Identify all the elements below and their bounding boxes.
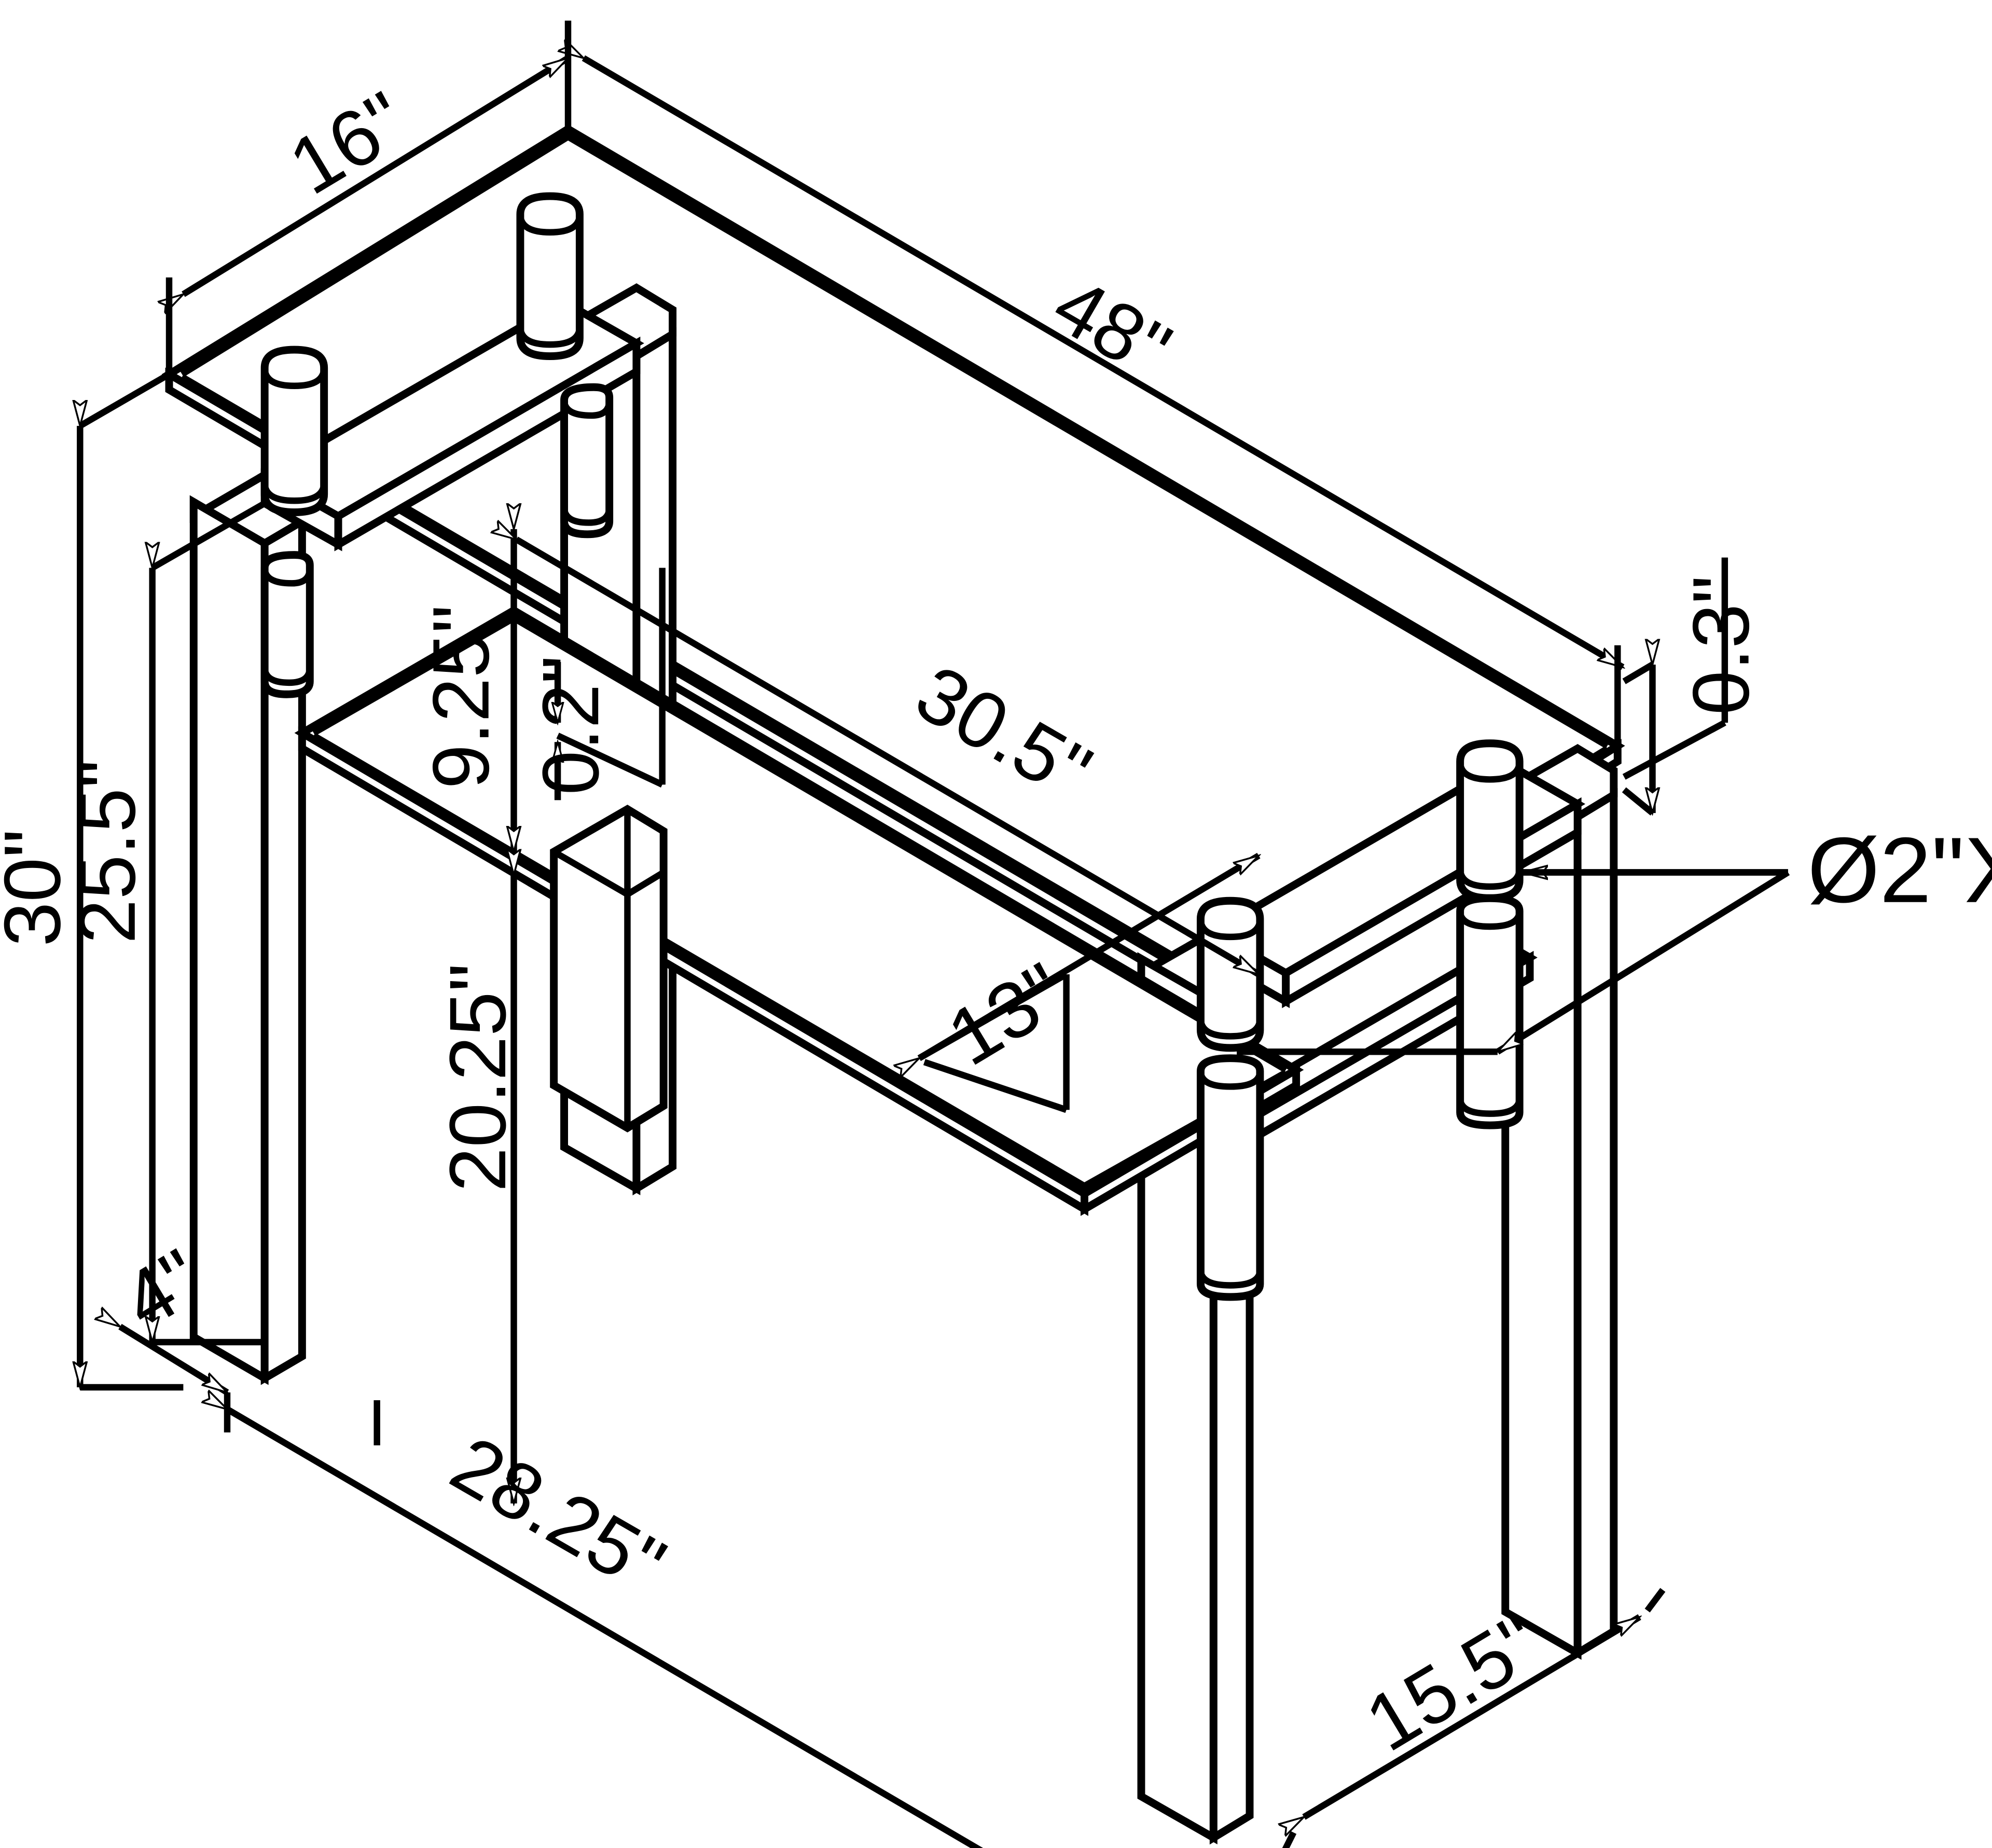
dim-label-0-3: 0.3" bbox=[1676, 575, 1766, 715]
post-right-near bbox=[1456, 739, 1524, 902]
dim-line-48 bbox=[584, 58, 1623, 670]
dim-label-48: 48" bbox=[1039, 259, 1186, 395]
post-left-near bbox=[516, 192, 584, 360]
post-right-far-lower bbox=[1196, 1054, 1264, 1301]
dim-label-20-25: 20.25" bbox=[433, 963, 522, 1192]
post-left-near-lower bbox=[560, 383, 614, 539]
dim-line-4 bbox=[120, 1327, 227, 1396]
dim-label-30: 30" bbox=[0, 829, 77, 946]
dim-line-16 bbox=[183, 55, 568, 294]
post-right-near-lower bbox=[1456, 894, 1524, 1129]
dim-label-9-25: 9.25" bbox=[416, 605, 506, 789]
post-left-far-lower bbox=[260, 551, 314, 698]
dim-line-15-5 bbox=[1304, 1614, 1640, 1817]
dim-label-0-2: 0.2" bbox=[525, 655, 615, 795]
post-right-far bbox=[1196, 897, 1264, 1052]
post-left-far bbox=[260, 346, 328, 516]
dim-label-post-spec: Ø2"X4" bbox=[1807, 818, 1992, 922]
dim-label-25-5: 25.5" bbox=[62, 760, 152, 944]
right-leg-assembly bbox=[1137, 744, 1618, 1845]
dim-line-28-25 bbox=[227, 1409, 1072, 1848]
dim-label-15-5: 15.5" bbox=[1351, 1596, 1555, 1768]
shelf-support-block bbox=[550, 804, 668, 1133]
extension-lines-group bbox=[78, 20, 1728, 1848]
dim-label-28-25: 28.25" bbox=[437, 1418, 680, 1610]
post-spec-leaders bbox=[1237, 873, 1790, 1055]
dimension-lines-group bbox=[80, 58, 1652, 1848]
dim-label-16: 16" bbox=[274, 74, 421, 212]
